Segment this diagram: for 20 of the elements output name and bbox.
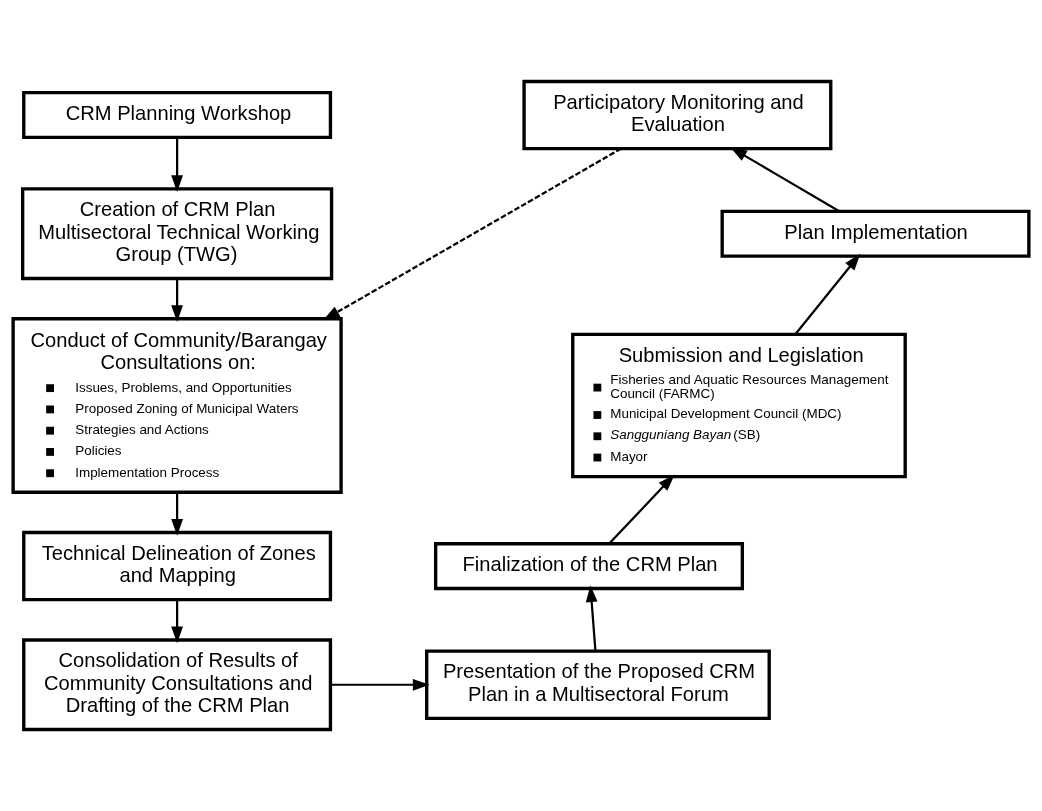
node-box: CRM Planning Workshop bbox=[22, 91, 333, 140]
arrow bbox=[730, 147, 840, 213]
node-box: Submission and Legislation Fisheries and Aquatic Resources Management Council (FARMC) Municipal Development Council (MDC) Sangguniang Bayan (SB) Mayor bbox=[571, 332, 907, 479]
node-box: Conduct of Community/Barangay Consultations on: Issues, Problems, and Opportunities Proposed Zoning of Municipal Waters Strategies and Actions Policies Implementation Process bbox=[11, 317, 343, 494]
arrow bbox=[171, 278, 183, 323]
arrow bbox=[608, 474, 675, 545]
arrow bbox=[323, 147, 622, 321]
arrow bbox=[171, 599, 183, 644]
arrow bbox=[171, 137, 183, 193]
node-box: Plan Implementation bbox=[720, 209, 1031, 258]
node-box: Creation of CRM Plan Multisectoral Technical Working Group (TWG) bbox=[20, 187, 334, 281]
node-box: Consolidation of Results of Community Consultations and Drafting of the CRM Plan bbox=[22, 638, 333, 732]
arrow bbox=[794, 253, 861, 336]
arrow bbox=[171, 492, 183, 536]
node-box: Technical Delineation of Zones and Mapping bbox=[22, 530, 333, 602]
node-box: Participatory Monitoring and Evaluation bbox=[522, 79, 833, 151]
node-box: Presentation of the Proposed CRM Plan in a Multisectoral Forum bbox=[425, 649, 771, 720]
arrow bbox=[585, 585, 598, 652]
arrow bbox=[330, 678, 430, 691]
node-box: Finalization of the CRM Plan bbox=[434, 542, 744, 591]
